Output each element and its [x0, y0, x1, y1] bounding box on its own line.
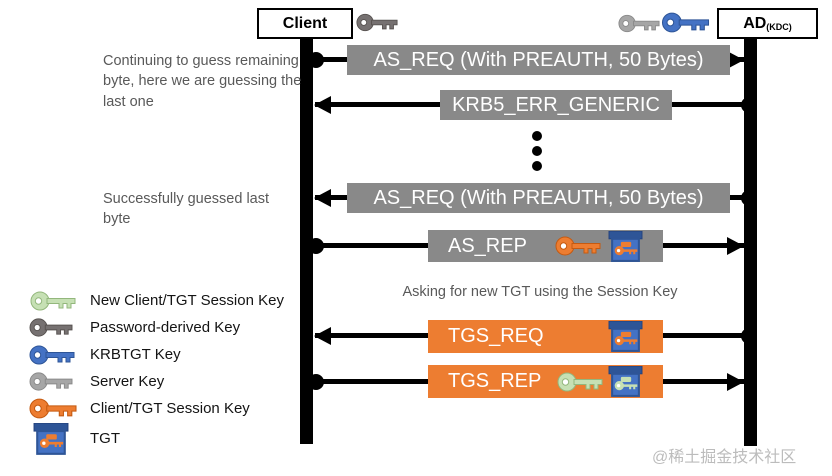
actor-ad-subscript: (KDC) [766, 22, 792, 32]
legend-item: Server Key [28, 368, 284, 395]
tgt-icon [608, 366, 643, 397]
watermark: @稀土掘金技术社区 [652, 449, 797, 466]
message-as-req-2: AS_REQ (With PREAUTH, 50 Bytes) [347, 183, 730, 213]
client-lifeline [300, 38, 313, 444]
tgt-icon [608, 231, 643, 262]
arrow-origin-dot [308, 374, 324, 390]
message-as-rep: AS_REP [428, 230, 663, 262]
arrowhead-right-icon [727, 373, 744, 391]
message-tgs-rep: TGS_REP [428, 365, 663, 398]
client-tgt-session-key-icon [29, 398, 77, 419]
message-label: TGS_REQ [448, 325, 544, 347]
password-derived-key-icon [29, 318, 73, 337]
arrowhead-right-icon [727, 237, 744, 255]
tgt-icon [33, 423, 69, 455]
arrowhead-left-icon [314, 96, 331, 114]
message-krb5-err: KRB5_ERR_GENERIC [440, 90, 672, 120]
annotation-success: Successfully guessed last byte [103, 191, 270, 228]
message-label: TGS_REP [448, 370, 542, 392]
arrowhead-left-icon [314, 327, 331, 345]
message-label: AS_REQ (With PREAUTH, 50 Bytes) [373, 48, 704, 71]
arrow-origin-dot [308, 52, 324, 68]
message-as-req-1: AS_REQ (With PREAUTH, 50 Bytes) [347, 45, 730, 75]
message-tgs-req: TGS_REQ [428, 320, 663, 353]
arrow-origin-dot [741, 328, 757, 344]
legend: New Client/TGT Session Key Password-deri… [28, 287, 284, 455]
legend-item: KRBTGT Key [28, 341, 284, 368]
legend-label: New Client/TGT Session Key [90, 292, 284, 309]
ad-lifeline [744, 38, 757, 446]
arrowhead-right-icon [727, 51, 744, 69]
message-label: AS_REQ (With PREAUTH, 50 Bytes) [373, 186, 704, 209]
legend-label: Client/TGT Session Key [90, 400, 250, 417]
ellipsis-dot [532, 161, 542, 171]
arrow-origin-dot [741, 97, 757, 113]
password-derived-key-icon [356, 13, 398, 32]
actor-ad-box: AD(KDC) [717, 8, 818, 39]
legend-label: KRBTGT Key [90, 346, 181, 363]
krbtgt-key-icon [29, 345, 75, 364]
annotation-asking: Asking for new TGT using the Session Key [402, 284, 678, 300]
legend-item: New Client/TGT Session Key [28, 287, 284, 314]
message-label: AS_REP [448, 234, 527, 257]
legend-label: TGT [90, 430, 120, 447]
new-client-tgt-session-key-icon [557, 372, 603, 391]
annotation-guessing: Continuing to guess remaining byte, here… [103, 53, 302, 110]
message-label: KRB5_ERR_GENERIC [452, 93, 660, 116]
tgt-icon [608, 321, 643, 352]
ellipsis-dot [532, 146, 542, 156]
ellipsis-dot [532, 131, 542, 141]
legend-item: TGT [28, 422, 284, 455]
server-key-icon [29, 372, 73, 391]
legend-label: Server Key [90, 373, 165, 390]
arrow-origin-dot [308, 238, 324, 254]
arrow-origin-dot [741, 190, 757, 206]
legend-label: Password-derived Key [90, 319, 241, 336]
actor-ad-label: AD [743, 14, 767, 32]
new-client-tgt-session-key-icon [30, 291, 76, 310]
server-key-icon [618, 14, 660, 33]
client-tgt-session-key-icon [555, 236, 601, 256]
actor-client-box: Client [257, 8, 353, 39]
krbtgt-key-icon [661, 12, 710, 33]
legend-item: Password-derived Key [28, 314, 284, 341]
arrowhead-left-icon [314, 189, 331, 207]
legend-item: Client/TGT Session Key [28, 395, 284, 422]
actor-client-label: Client [282, 14, 328, 32]
